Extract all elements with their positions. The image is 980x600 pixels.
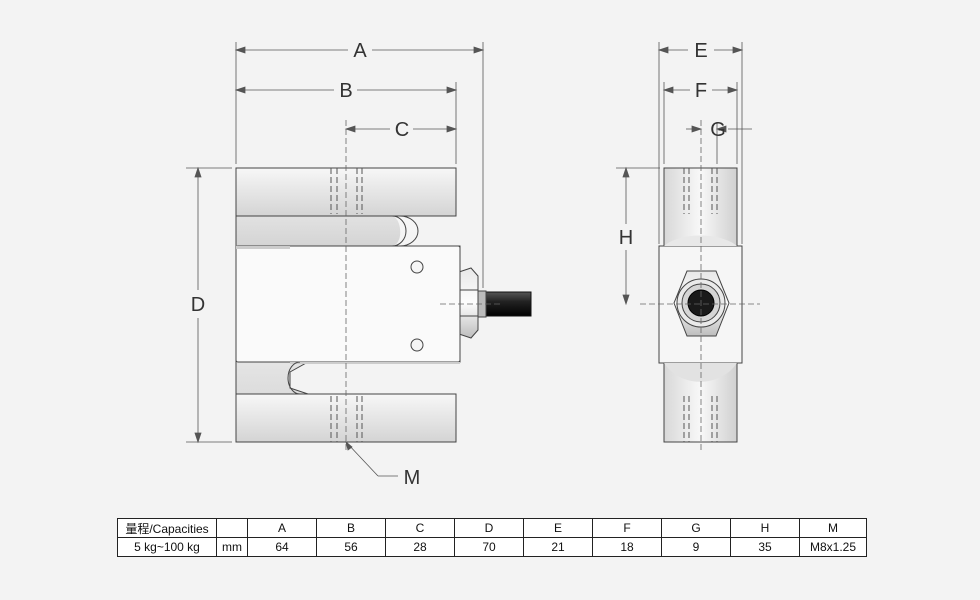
cable <box>483 291 532 317</box>
dim-label-h: H <box>619 227 633 249</box>
cell-g: 9 <box>661 537 731 557</box>
cell-a: 64 <box>247 537 317 557</box>
dimension-text: A B C D M E F G H <box>191 40 726 489</box>
cell-unit: mm <box>216 537 248 557</box>
cell-c: 28 <box>385 537 455 557</box>
header-a: A <box>247 518 317 538</box>
dim-label-m: M <box>404 467 421 489</box>
header-g: G <box>661 518 731 538</box>
header-unit <box>216 518 248 538</box>
cell-e: 21 <box>523 537 593 557</box>
front-view <box>235 167 532 443</box>
spec-table: 量程/Capacities A B C D E F G H M 5 kg~100… <box>117 518 867 557</box>
side-view <box>658 167 743 443</box>
dim-label-a: A <box>353 40 367 62</box>
header-b: B <box>316 518 386 538</box>
front-centerlines <box>345 120 500 452</box>
header-f: F <box>592 518 662 538</box>
header-d: D <box>454 518 524 538</box>
cell-f: 18 <box>592 537 662 557</box>
header-e: E <box>523 518 593 538</box>
header-m: M <box>799 518 867 538</box>
side-centerlines <box>640 120 760 452</box>
mount-hole-upper <box>410 260 424 274</box>
dim-label-c: C <box>395 119 409 141</box>
mount-hole-lower <box>410 338 424 352</box>
header-capacity: 量程/Capacities <box>117 518 217 538</box>
header-h: H <box>730 518 800 538</box>
dim-label-e: E <box>694 40 707 62</box>
dim-label-f: F <box>695 80 707 102</box>
cell-m: M8x1.25 <box>799 537 867 557</box>
gauge-plate <box>235 245 461 363</box>
dimension-lines <box>186 42 752 477</box>
cell-b: 56 <box>316 537 386 557</box>
cell-capacity: 5 kg~100 kg <box>117 537 217 557</box>
header-c: C <box>385 518 455 538</box>
dim-label-b: B <box>339 80 352 102</box>
spec-table-data-row: 5 kg~100 kg mm 64 56 28 70 21 18 9 35 M8… <box>117 537 867 557</box>
spec-table-header-row: 量程/Capacities A B C D E F G H M <box>117 518 867 538</box>
cell-d: 70 <box>454 537 524 557</box>
side-top-block <box>663 167 738 247</box>
cable-gland-nut <box>458 267 479 339</box>
dim-label-d: D <box>191 294 205 316</box>
dim-label-g: G <box>710 119 726 141</box>
cell-h: 35 <box>730 537 800 557</box>
